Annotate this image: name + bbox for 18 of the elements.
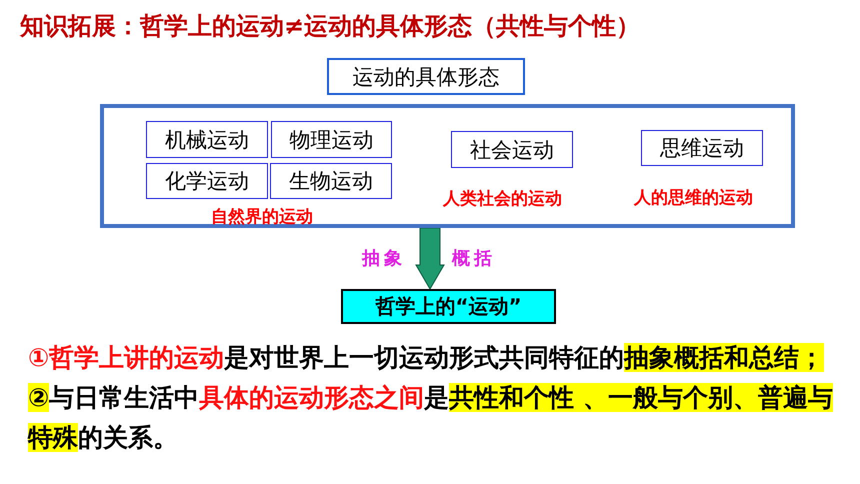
title-text: 知识拓展：哲学上的运动≠运动的具体形态（共性与个性）: [20, 11, 640, 42]
arrow: [415, 228, 445, 290]
category-box: 物理运动: [271, 121, 392, 158]
heading-box: 运动的具体形态: [327, 58, 525, 95]
result-box: 哲学上的“运动”: [341, 289, 556, 324]
category-box: 化学运动: [146, 163, 268, 199]
category-box: 生物运动: [270, 163, 392, 199]
caption-text: 人的思维的运动: [634, 187, 753, 209]
category-box: 社会运动: [451, 131, 573, 168]
group-frame: [100, 104, 795, 228]
paragraph-text: ②与日常生活中具体的运动形态之间是共性和个性 、一般与个别、普遍与特殊的关系。: [28, 382, 834, 454]
caption-text: 自然界的运动: [211, 206, 313, 228]
category-box: 机械运动: [146, 121, 268, 158]
arrow-label: 概括: [452, 247, 496, 270]
caption-text: 人类社会的运动: [443, 188, 562, 210]
arrow-label: 抽象: [362, 247, 406, 270]
category-box: 思维运动: [641, 130, 763, 166]
paragraph-text: ①哲学上讲的运动是对世界上一切运动形式共同特征的抽象概括和总结；: [28, 342, 826, 374]
